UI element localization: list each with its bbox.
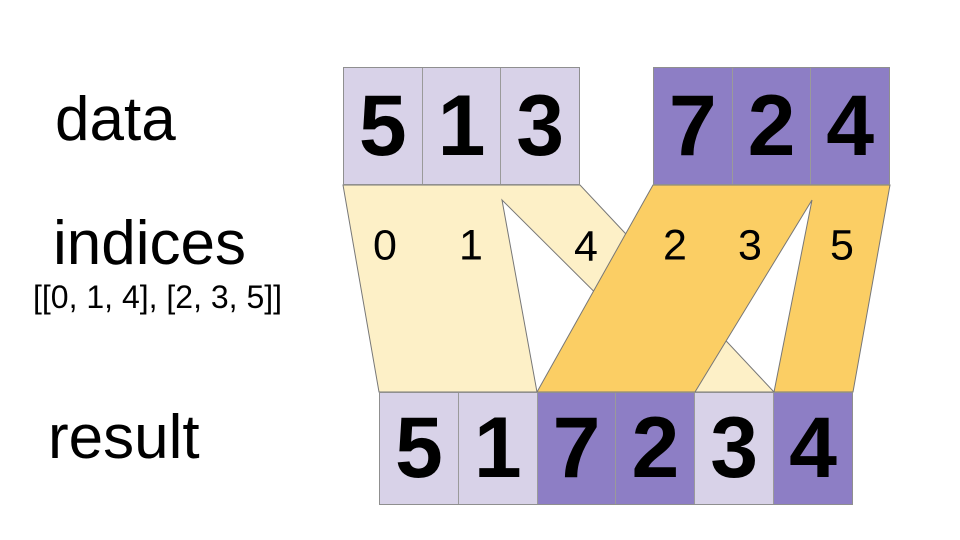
result-cell: 1: [458, 393, 538, 504]
data-label: data: [55, 85, 176, 154]
index-value: 0: [373, 221, 397, 270]
indices-value-label: [[0, 1, 4], [2, 3, 5]]: [33, 279, 283, 315]
result-cell: 2: [616, 393, 696, 504]
data-array-2: 7 2 4: [653, 67, 890, 185]
result-cell: 4: [774, 393, 852, 504]
indices-label: indices: [53, 209, 246, 278]
index-value: 5: [830, 221, 854, 270]
data-array-1: 5 1 3: [343, 67, 580, 185]
result-cell: 3: [695, 393, 775, 504]
data-cell: 2: [732, 68, 812, 184]
data-cell: 3: [501, 68, 580, 184]
index-value: 3: [738, 221, 762, 270]
result-array: 5 1 7 2 3 4: [379, 392, 853, 505]
result-cell: 5: [380, 393, 459, 504]
result-cell: 7: [537, 393, 617, 504]
data-cell: 1: [422, 68, 502, 184]
index-value: 1: [459, 221, 483, 270]
index-value: 4: [574, 222, 598, 271]
data-cell: 7: [654, 68, 733, 184]
index-value: 2: [663, 221, 687, 270]
result-label: result: [48, 403, 200, 472]
data-cell: 5: [344, 68, 423, 184]
data-cell: 4: [811, 68, 890, 184]
